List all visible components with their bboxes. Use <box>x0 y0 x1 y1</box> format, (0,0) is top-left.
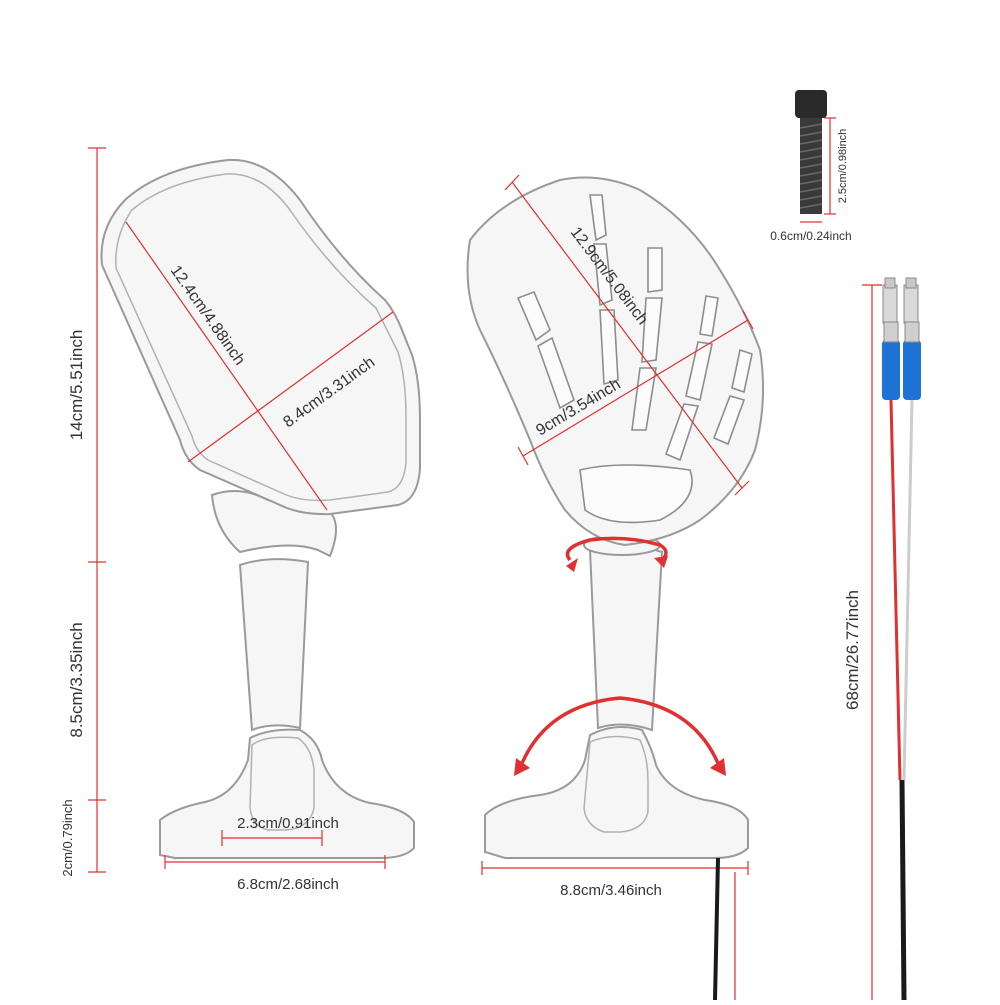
left-mirror-stem <box>238 558 310 732</box>
base-wire <box>713 857 720 1001</box>
mirror-diagonal-line <box>125 221 328 511</box>
right-mirror <box>466 176 765 859</box>
base-width-label: 6.8cm/2.68inch <box>237 876 339 893</box>
stem-height-label: 8.5cm/3.35inch <box>67 622 86 737</box>
black-wire <box>899 779 907 1001</box>
white-wire <box>902 399 914 781</box>
left-mirror-base <box>159 728 415 859</box>
finger-bones <box>516 194 753 524</box>
swing-arc-arrow-icon <box>514 696 726 776</box>
right-mirror-base <box>484 725 749 859</box>
rotate-arrow-icon <box>565 536 668 572</box>
mount-spacing-label: 2.3cm/0.91inch <box>237 815 339 832</box>
wire-connector-icon <box>882 277 921 400</box>
wire-length-label: 68cm/26.77inch <box>843 590 862 710</box>
base-height-label: 2cm/0.79inch <box>60 799 75 876</box>
bolt-length-label: 2.5cm/0.98inch <box>837 129 849 204</box>
hand-length-line <box>511 181 743 489</box>
red-wire <box>889 399 902 781</box>
left-mirror-head <box>100 158 421 516</box>
left-dimensions <box>88 147 394 873</box>
wire-length-dimension <box>734 284 882 1005</box>
hex-bolt-icon <box>795 90 827 214</box>
hand-width-line <box>522 319 749 457</box>
right-dimensions <box>481 174 754 875</box>
bolt-diameter-label: 0.6cm/0.24inch <box>770 229 851 243</box>
right-base-width-label: 8.8cm/3.46inch <box>560 882 662 899</box>
left-mirror <box>100 158 421 859</box>
mirror-height-label: 14cm/5.51inch <box>67 330 86 441</box>
mirror-width-line <box>187 311 394 463</box>
